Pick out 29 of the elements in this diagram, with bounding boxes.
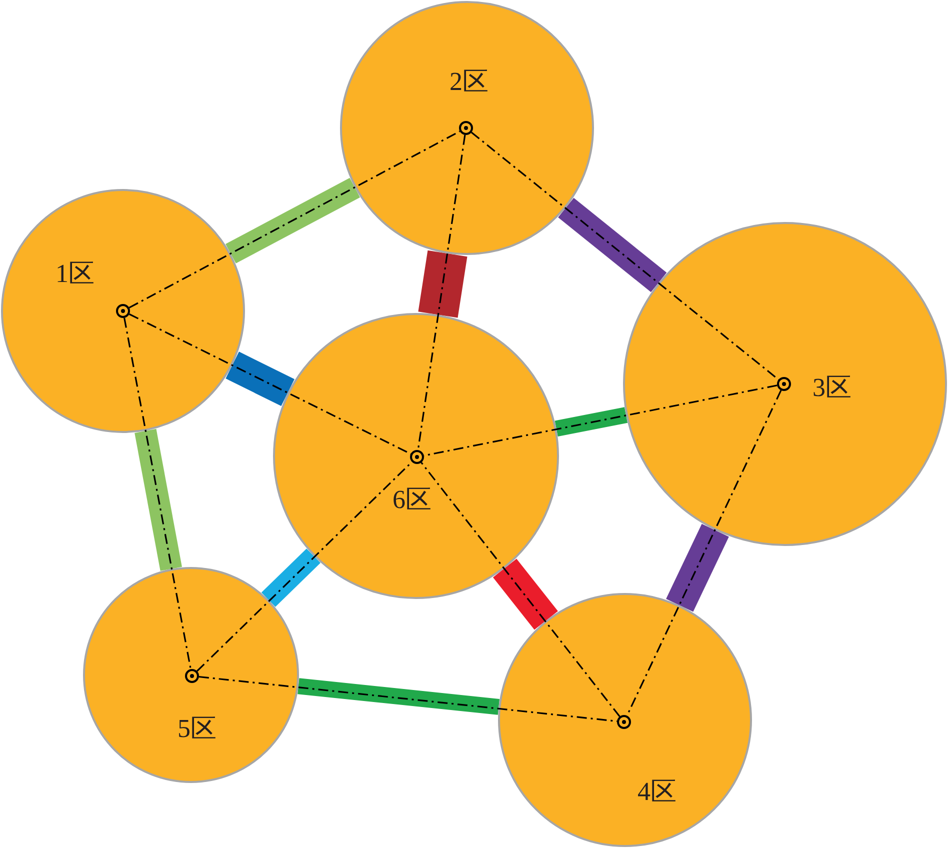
connector-bar xyxy=(261,548,320,607)
center-marker xyxy=(410,450,424,464)
center-marker xyxy=(617,715,631,729)
connector-bar xyxy=(226,352,294,406)
center-marker xyxy=(777,377,791,391)
zone-label: 2区 xyxy=(450,69,488,95)
connector-bar xyxy=(418,250,468,318)
zone-label: 3区 xyxy=(812,375,852,401)
connector-bar xyxy=(134,428,182,571)
zone-label: 1区 xyxy=(56,261,94,287)
dash-dot-line xyxy=(198,676,618,722)
dash-dot-line xyxy=(124,318,192,670)
center-marker xyxy=(116,304,130,318)
dash-dot-line xyxy=(417,134,466,450)
connector-bar xyxy=(554,407,628,436)
zone-label: 5区 xyxy=(178,716,216,742)
zone-label: 4区 xyxy=(638,779,676,805)
center-marker xyxy=(459,121,473,135)
connector-bar xyxy=(493,558,558,630)
dash-dot-line xyxy=(128,313,412,455)
connector-bar xyxy=(558,198,667,292)
connector-bar xyxy=(298,678,500,715)
zone-label: 6区 xyxy=(392,487,432,513)
connector-bar xyxy=(226,178,360,264)
dash-dot-line xyxy=(128,130,460,308)
connector-bar xyxy=(666,524,729,612)
dash-dot-line xyxy=(470,132,780,380)
dash-dot-line xyxy=(420,462,620,717)
center-marker xyxy=(185,669,199,683)
